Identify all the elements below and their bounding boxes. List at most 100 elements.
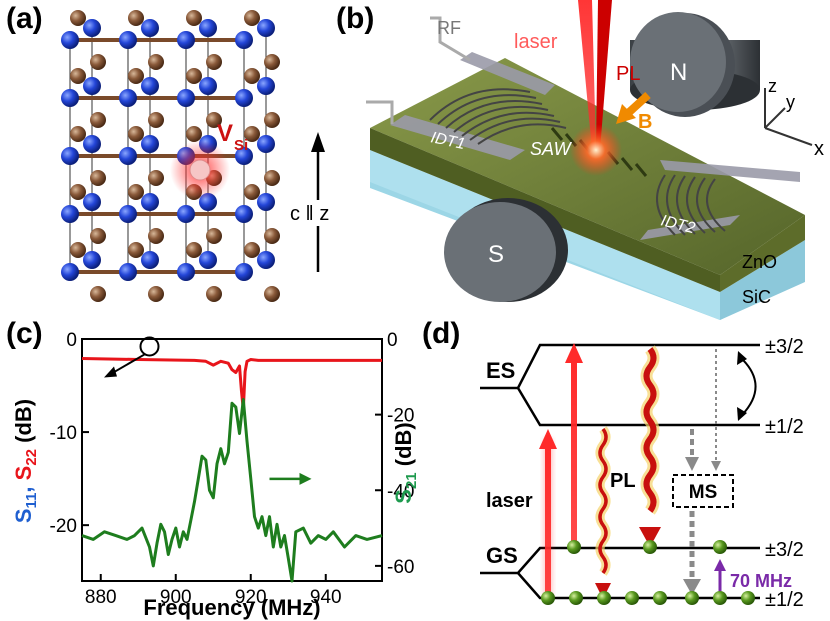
laser-spot <box>570 124 622 176</box>
ylabel-s11-letter: S <box>11 508 36 523</box>
silicon-atom <box>128 68 144 84</box>
device-schematic: N S B x z y RF laser PL IDT1 SAW IDT2 Zn… <box>366 0 824 320</box>
silicon-atom <box>206 228 222 244</box>
axis-x-label: x <box>814 138 824 160</box>
carbon-atom <box>83 19 101 37</box>
silicon-atom <box>186 126 202 142</box>
silicon-atom <box>148 112 164 128</box>
silicon-atom <box>244 10 260 26</box>
ylabel-db-right: (dB) <box>391 422 416 472</box>
panel-a-label: (a) <box>6 2 43 35</box>
silicon-atom <box>70 242 86 258</box>
carbon-atom <box>257 251 275 269</box>
axis-z-label: z <box>768 76 777 96</box>
c-axis-label: c ‖ z <box>290 203 329 225</box>
y-axis-label-left: S11, S22 (dB) <box>11 399 40 523</box>
s21-line <box>81 398 383 583</box>
silicon-atom <box>70 126 86 142</box>
carbon-atom <box>141 19 159 37</box>
c-axis-label-bg <box>290 200 330 226</box>
crystal-structure: V Si c ‖ z <box>61 10 330 302</box>
carbon-atom <box>83 193 101 211</box>
b-field-arrow <box>623 92 651 118</box>
isc-arrows <box>683 349 721 595</box>
saw-label: SAW <box>530 139 573 159</box>
ylabel-s11-sub: 11 <box>23 493 40 509</box>
carbon-atom <box>235 89 253 107</box>
ylabel-s22-letter: S <box>11 466 36 481</box>
x-axis-label: Frequency (MHz) <box>143 595 320 620</box>
silicon-atom <box>206 54 222 70</box>
silicon-atom <box>128 126 144 142</box>
carbon-atom <box>83 77 101 95</box>
idt1-transducer <box>390 52 567 160</box>
carbon-atom <box>257 19 275 37</box>
silicon-atom <box>264 228 280 244</box>
ylabel-comma: , <box>11 480 36 492</box>
carbon-atom <box>83 135 101 153</box>
laser-arrows <box>539 343 583 597</box>
silicon-atom <box>148 54 164 70</box>
silicon-atom <box>206 286 222 302</box>
pl-label: PL <box>610 470 636 492</box>
carbon-atom <box>199 251 217 269</box>
coordinate-axes <box>764 88 813 146</box>
laser-label: laser <box>514 31 558 53</box>
carbon-atom <box>141 251 159 269</box>
b-field-arrowhead <box>616 104 636 124</box>
silicon-atom <box>186 10 202 26</box>
magnet-s-label: S <box>488 241 504 268</box>
laser-label: laser <box>486 490 533 512</box>
ms-label: MS <box>689 482 718 503</box>
carbon-atom <box>235 31 253 49</box>
zno-film-edge-right <box>720 215 805 292</box>
sic-label: SiC <box>742 287 771 307</box>
carbon-atom <box>119 89 137 107</box>
carbon-atom <box>257 77 275 95</box>
panel-b-label: (b) <box>336 2 375 35</box>
panel-d: (d) ES GS ±3/2 ±1/2 ±3/2 ±1/2 <box>420 315 830 621</box>
carbon-atom <box>141 77 159 95</box>
carbon-atom <box>199 77 217 95</box>
carbon-atom <box>119 147 137 165</box>
s11-s22-line <box>81 357 382 412</box>
x-tick-label: 920 <box>235 587 267 608</box>
silicon-atom <box>264 54 280 70</box>
y-tick-label-right: -40 <box>387 481 414 502</box>
ground-wire <box>366 100 394 124</box>
laser-beam <box>578 0 596 150</box>
x-tick-label: 940 <box>310 587 342 608</box>
carbon-atom <box>257 135 275 153</box>
es-levels <box>480 343 760 427</box>
silicon-atom <box>70 10 86 26</box>
carbon-atom <box>177 31 195 49</box>
vacancy-site <box>189 159 211 181</box>
carbon-atom <box>177 89 195 107</box>
gs-label: GS <box>486 543 518 568</box>
silicon-atom <box>206 112 222 128</box>
panel-a: (a) V Si c ‖ z <box>0 0 330 310</box>
carbon-atom <box>119 31 137 49</box>
panel-b: (b) <box>330 0 830 320</box>
gs-bottom-spin: ±1/2 <box>765 589 804 611</box>
left-axis-pointer <box>109 353 146 376</box>
silicon-atom <box>244 68 260 84</box>
right-axis-pointer-head <box>299 472 312 485</box>
magnet-n <box>630 12 760 117</box>
silicon-atom <box>148 170 164 186</box>
axis-y-label: y <box>786 92 795 112</box>
vacancy-label: V <box>217 120 233 147</box>
x-tick-label: 880 <box>85 587 117 608</box>
mw-freq-label: 70 MHz <box>730 571 792 591</box>
silicon-atom <box>70 184 86 200</box>
magnet-s <box>444 198 568 302</box>
rf-label: RF <box>437 18 461 38</box>
gs-bottom-population <box>541 591 755 605</box>
silicon-atom <box>244 126 260 142</box>
silicon-atom <box>244 242 260 258</box>
silicon-atom <box>128 10 144 26</box>
idt2-transducer <box>640 160 800 240</box>
carbon-atom <box>61 205 79 223</box>
